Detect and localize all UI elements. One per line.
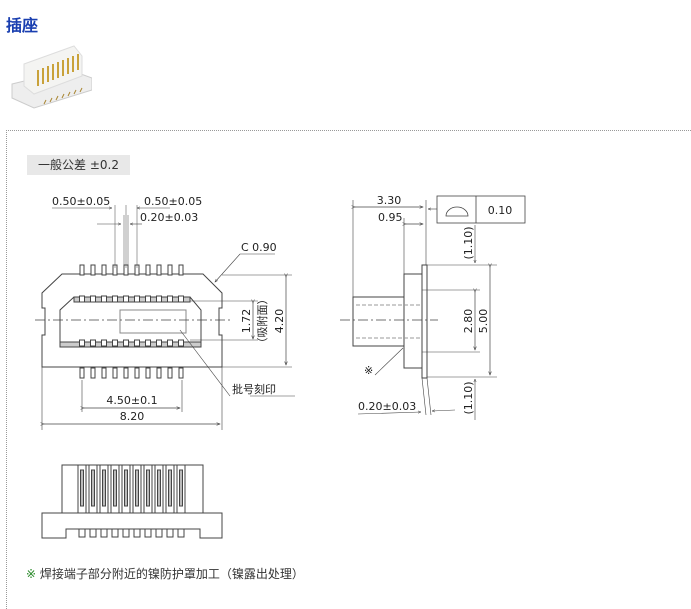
pin-bottom [178,367,184,379]
contact-top [123,295,129,303]
pin-top [145,264,151,276]
solder-tab [133,528,141,538]
pin-top [156,264,162,276]
solder-tab [155,528,163,538]
page-title: 插座 [6,16,39,35]
pin-bottom [112,367,118,379]
pin-bottom [156,367,162,379]
pin-bottom [145,367,151,379]
dim-pin-width: 0.20±0.03 [140,211,198,224]
solder-tab [144,528,152,538]
contact-bottom [112,339,118,347]
flatness-value: 0.10 [488,204,513,217]
contact-plating [91,469,95,507]
contact-bottom [134,339,140,347]
contact-plating [168,469,172,507]
contact-plating [124,469,128,507]
suction-label: （吸附面） [255,294,269,349]
footnote: ※ 焊接端子部分附近的镍防护罩加工（镍露出处理） [26,565,304,582]
dim-top-margin: (1.10) [462,226,475,259]
contact-top [134,295,140,303]
contact-top [156,295,162,303]
contact-top [178,295,184,303]
contact-top [167,295,173,303]
dim-flange: 0.95 [378,211,403,224]
pin-bottom [90,367,96,379]
solder-tab [89,528,97,538]
ref-mark: ※ [364,364,373,377]
solder-tab [166,528,174,538]
pin-top [101,264,107,276]
lot-mark-label: 批号刻印 [232,382,276,396]
pin-bottom [79,367,85,379]
pin-bottom [134,367,140,379]
drawing-panel [6,130,691,609]
solder-tab [111,528,119,538]
pin-top [167,264,173,276]
dim-suction-width: 1.72 [240,309,253,334]
tolerance-label: 一般公差 ±0.2 [27,155,130,175]
contact-plating [113,469,117,507]
pin-bottom [167,367,173,379]
dim-height: 4.20 [273,309,286,334]
contact-plating [179,469,183,507]
contact-plating [80,469,84,507]
dim-pitch-left: 0.50±0.05 [52,195,110,208]
dim-total: 5.00 [477,309,490,334]
solder-tab [177,528,185,538]
note-mark: ※ [26,567,37,581]
pin-top [178,264,184,276]
pin-bottom [123,367,129,379]
contact-bottom [123,339,129,347]
contact-bottom [178,339,184,347]
contact-plating [102,469,106,507]
contact-top [145,295,151,303]
contact-bottom [90,339,96,347]
dim-depth: 3.30 [377,194,402,207]
contact-bottom [145,339,151,347]
pin-top [90,264,96,276]
contact-plating [146,469,150,507]
contact-top [90,295,96,303]
solder-tab [100,528,108,538]
contact-bottom [156,339,162,347]
dim-chamfer: C 0.90 [241,241,277,254]
dim-bottom-margin: (1.10) [462,381,475,414]
contact-bottom [79,339,85,347]
dim-pitch-right: 0.50±0.05 [144,195,202,208]
contact-top [112,295,118,303]
dim-inner: 2.80 [462,309,475,334]
pin-top [79,264,85,276]
contact-top [101,295,107,303]
contact-bottom [167,339,173,347]
contact-top [79,295,85,303]
connector-photo [11,45,92,109]
contact-bottom [101,339,107,347]
note-text: 焊接端子部分附近的镍防护罩加工（镍露出处理） [39,567,304,581]
solder-tab [78,528,86,538]
contact-plating [157,469,161,507]
pin-bottom [101,367,107,379]
dim-lead: 0.20±0.03 [358,400,416,413]
solder-tab [122,528,130,538]
dim-width: 8.20 [120,410,145,423]
dim-pin-span: 4.50±0.1 [106,394,157,407]
contact-plating [135,469,139,507]
